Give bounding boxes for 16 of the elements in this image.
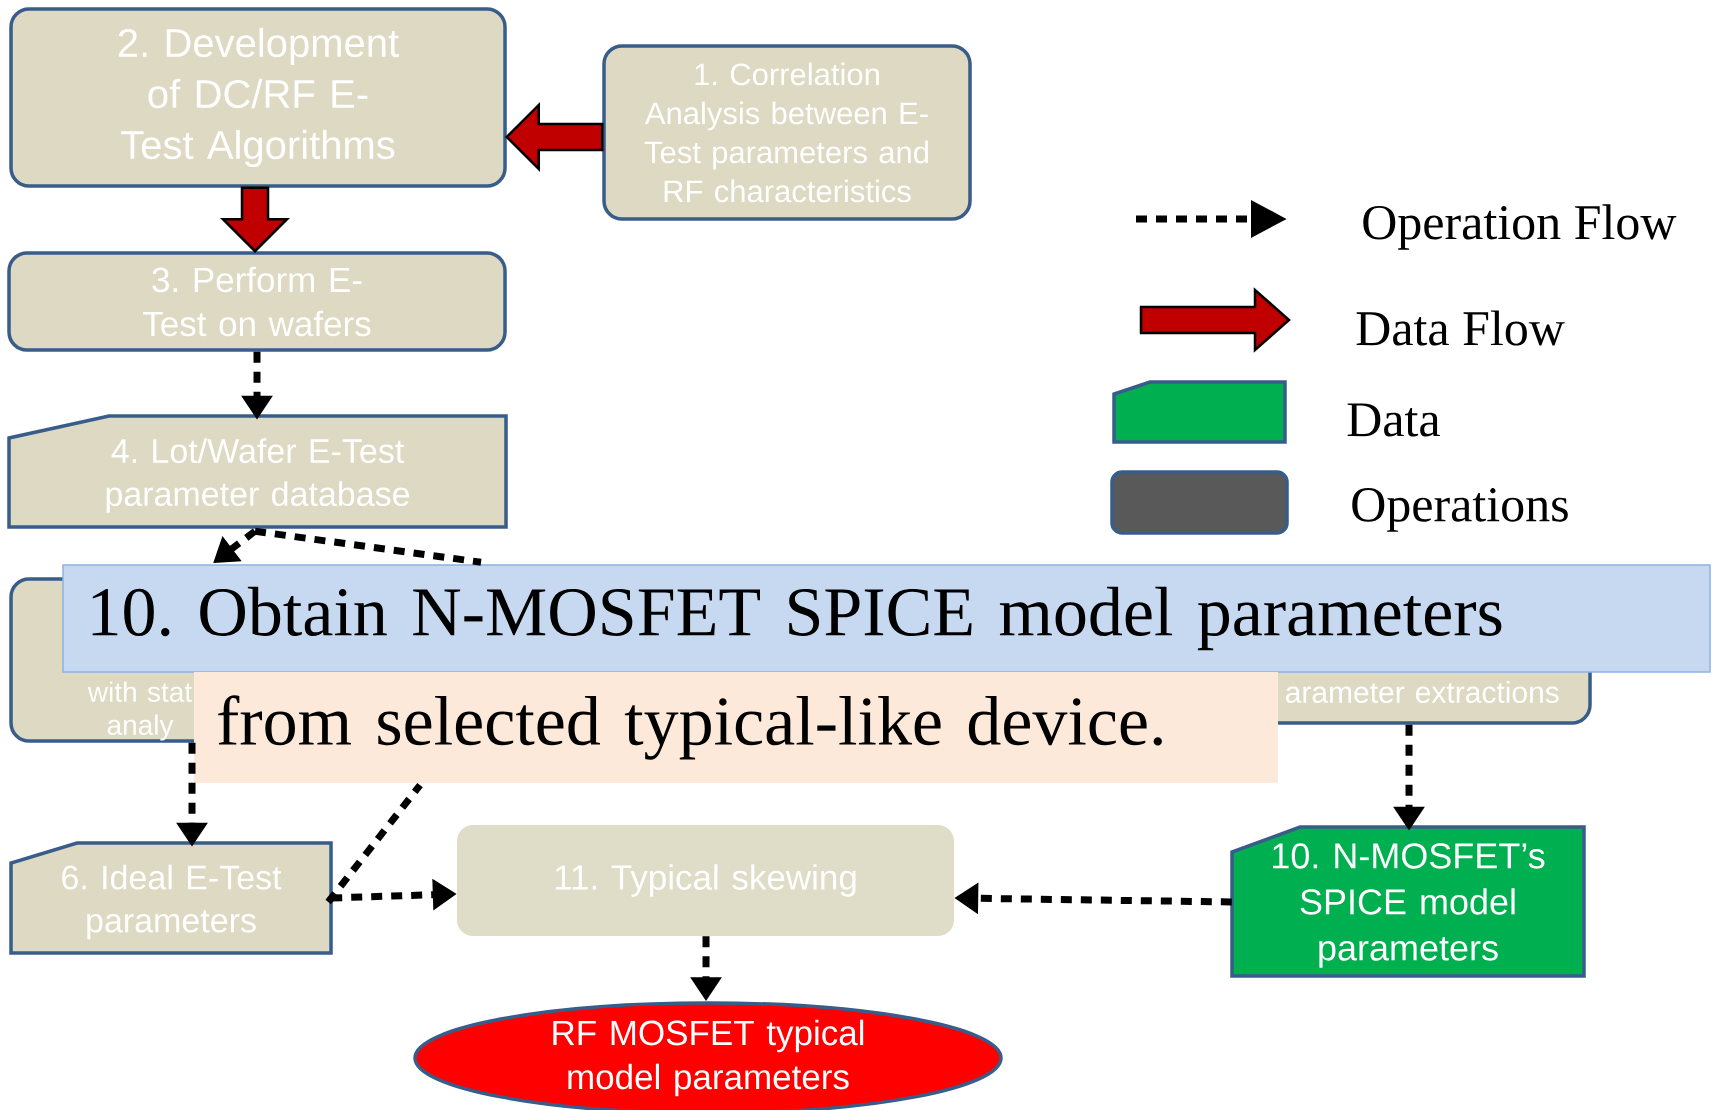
data-box: 10. N-MOSFET’s SPICE model parameters [1230, 825, 1586, 978]
process-box: 3. Perform E-Test on wafers [7, 251, 507, 352]
data-box: 6. Ideal E-Test parameters [9, 841, 333, 955]
flow-line [325, 783, 423, 905]
data-flow-arrow [505, 101, 604, 172]
process-box: 2. Development of DC/RF E-Test Algorithms [9, 7, 507, 188]
data-flow-arrow [220, 186, 291, 253]
legend-label: Operation Flow [1363, 204, 1677, 250]
caption-tooltip: 10. Obtain N-MOSFET SPICE model parameters [62, 564, 1711, 673]
caption-tooltip: from selected typical-like device. [194, 672, 1278, 783]
legend-label: Data [1347, 403, 1440, 437]
data-box: 4. Lot/Wafer E-Test parameter database [7, 414, 508, 529]
flow-line [254, 527, 482, 566]
process-box: 1. Correlation Analysis between E-Test parameters and RF characteristics [602, 44, 972, 221]
legend-label: Operations [1352, 488, 1568, 532]
legend-label: Data Flow [1356, 310, 1565, 346]
